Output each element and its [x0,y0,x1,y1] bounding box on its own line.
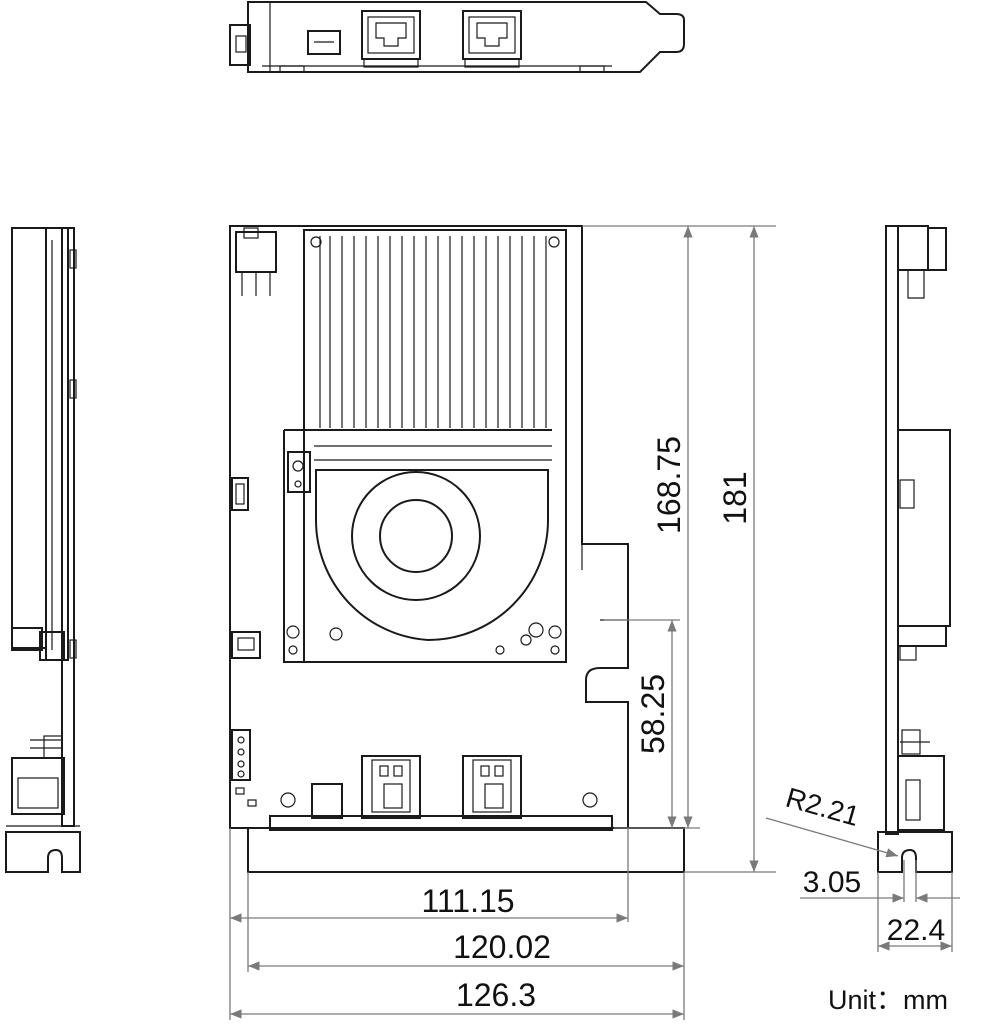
dim-label-126-3: 126.3 [456,977,536,1013]
dim-label-181: 181 [717,471,753,524]
dim-label-58-25: 58.25 [635,674,671,754]
dim-label-168-75: 168.75 [651,436,687,534]
top-view [229,0,685,73]
fan-icon [314,469,549,655]
dim-label-111-15: 111.15 [421,883,514,919]
dimension-lines [229,225,960,1020]
unit-label: Unit：mm [828,985,948,1015]
ethernet-port-icon [462,10,522,68]
ethernet-port-icon [361,10,421,68]
displayport-icon [307,30,341,55]
front-view [229,225,685,873]
dimension-labels: 168.75 181 58.25 111.15 120.02 126.3 R2.… [421,436,945,1013]
pin-header-icon [231,729,251,781]
right-side-view [877,225,953,873]
dim-label-3-05: 3.05 [803,866,861,899]
ethernet-port-icon [361,755,421,819]
dim-label-120-02: 120.02 [453,929,551,965]
dim-label-radius: R2.21 [782,782,862,832]
dim-label-22-4: 22.4 [887,914,945,947]
displayport-icon [311,783,343,819]
heatsink-icon [283,229,567,663]
connector-icon [231,631,261,659]
connector-icon [231,477,249,511]
left-side-view [5,227,81,873]
ethernet-port-icon [462,755,522,819]
